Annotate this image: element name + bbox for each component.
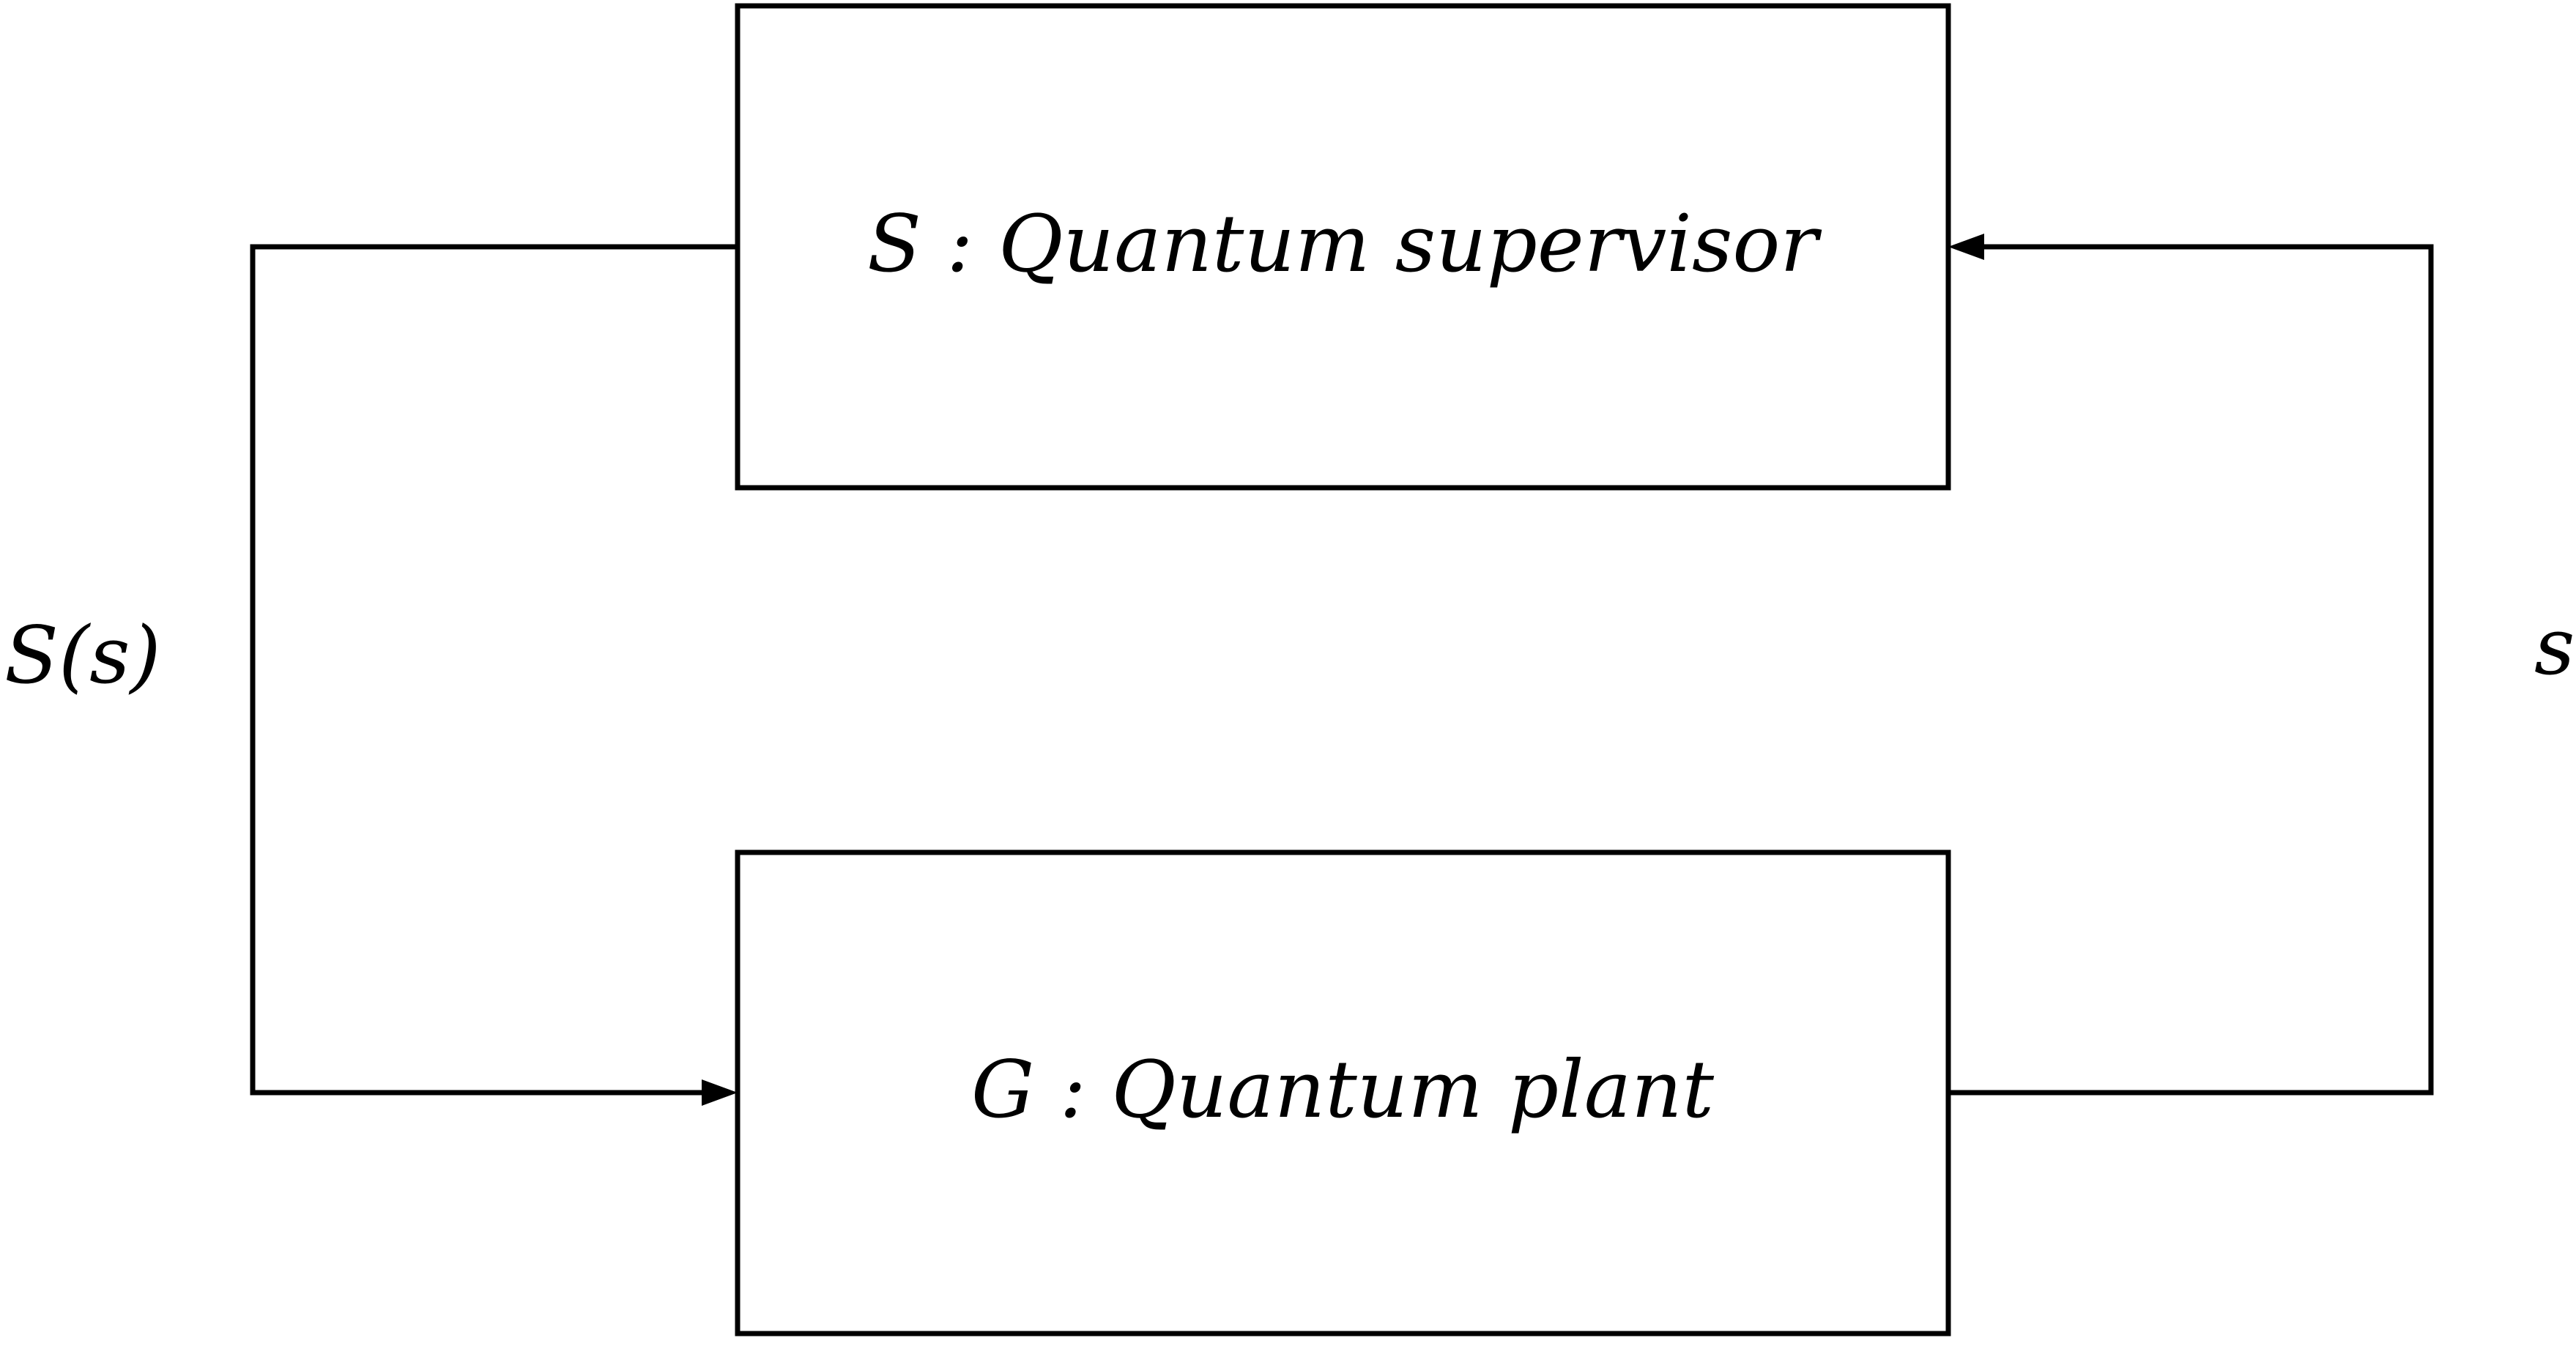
supervisor-input-arrowhead [1948, 234, 1984, 260]
plant-label: G : Quantum plant [971, 1044, 1715, 1136]
plant-input-arrowhead [702, 1079, 738, 1106]
right-signal-label: s [2534, 601, 2575, 693]
left-feedback-wire [250, 244, 740, 1096]
supervisor-block [735, 3, 1951, 491]
plant-block [735, 849, 1951, 1336]
left-signal-label: S(s) [4, 610, 161, 702]
right-feedback-wire [1945, 244, 2434, 1096]
supervisor-label: S : Quantum supervisor [867, 198, 1822, 290]
